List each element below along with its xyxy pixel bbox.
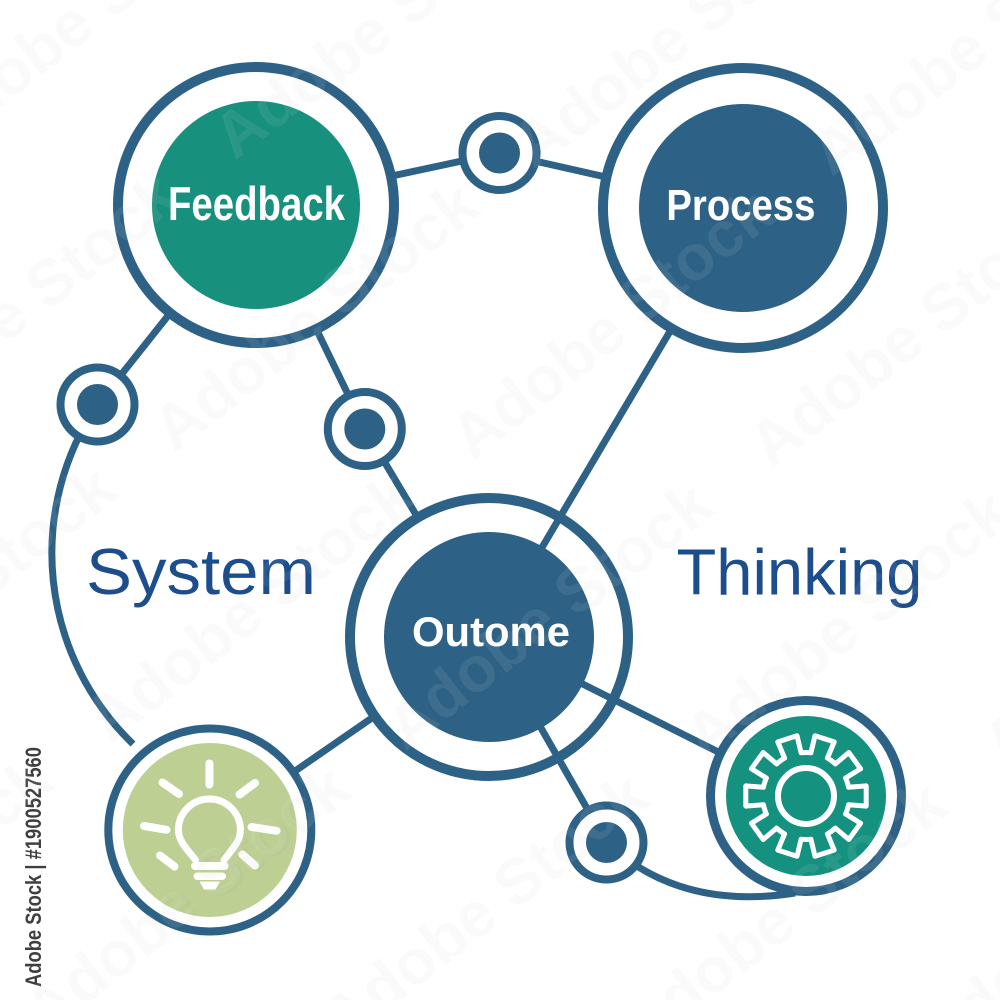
- svg-text:Process: Process: [666, 181, 815, 230]
- svg-text:Adobe Stock | #1900527560: Adobe Stock | #1900527560: [21, 747, 46, 987]
- svg-text:Feedback: Feedback: [168, 178, 345, 231]
- svg-text:Outome: Outome: [412, 608, 570, 655]
- svg-text:Thinking: Thinking: [677, 536, 923, 609]
- svg-text:System: System: [86, 535, 316, 608]
